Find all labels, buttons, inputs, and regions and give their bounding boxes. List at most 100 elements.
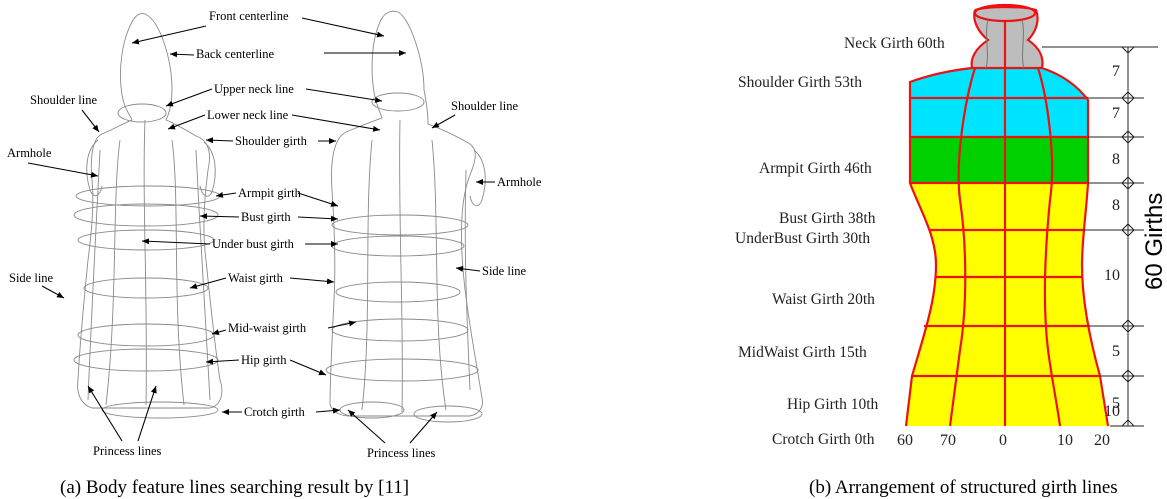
label-armpit-girth: Armpit girth [238,186,302,200]
arrow-front-centerline-l [131,25,207,45]
arrow-hip-girth-r [289,359,327,376]
lower-body-region [906,183,1108,426]
x-tick-20: 20 [1094,432,1110,449]
arrow-hip-girth-l [205,358,240,365]
label-waist-girth-b: Waist Girth 20th [772,291,875,308]
arrow-princess-l1 [87,385,123,442]
arrow-waist-girth-r [289,277,335,285]
arrow-princess-r2 [409,411,438,444]
side-line-right-mannequin [464,169,471,391]
label-back-centerline: Back centerline [196,47,275,61]
arrow-bust-girth-l [199,213,240,220]
side-line [87,149,101,401]
label-hip-girth-b: Hip Girth 10th [787,396,879,413]
arrow-upper-neck-r [305,88,383,103]
label-side-line-right: Side line [482,264,527,278]
panel-b: Neck Girth 60th Shoulder Girth 53th Armp… [735,3,1167,498]
label-neck-girth: Neck Girth 60th [844,35,945,52]
arrow-shoulder-girth-l [205,137,234,144]
seg-label-2: 7 [1112,105,1120,122]
princess-line-2 [171,139,185,406]
right-mannequin-arm [469,149,486,207]
bust-girth-ellipse [73,203,219,227]
arrow-crotch-girth-r [315,407,341,414]
seg-label-7: 5 [1112,395,1120,412]
mannequin-right-outline [329,10,483,417]
left-arm [86,139,103,197]
bust-girth-ellipse-right [331,235,465,257]
mannequin-left [73,13,223,419]
label-armhole-right: Armhole [497,175,542,189]
princess-line-right-2 [431,139,447,411]
seg-label-8: 10 [1104,403,1120,420]
label-princess-lines-right: Princess lines [367,446,436,460]
arrow-bust-girth-r [297,215,339,222]
centerline [143,119,147,406]
arrow-lower-neck-l [167,114,206,130]
label-bust-girth: Bust girth [241,210,291,224]
label-front-centerline: Front centerline [209,9,289,23]
arrow-front-centerline-r [301,17,385,38]
label-shoulder-line-left: Shoulder line [30,93,97,107]
crotch-girth-ellipse [101,401,219,419]
label-underbust-girth-b: UnderBust Girth 30th [735,230,870,247]
dimension-lines [1042,46,1158,427]
x-tick-0: 0 [999,432,1007,449]
left-outline [904,9,990,427]
arrow-armhole-l [27,162,99,178]
arrow-mid-waist-l [211,329,227,335]
waist-girth-ellipse-right [335,281,461,303]
neck-mesh [985,19,1025,69]
label-crotch-girth: Crotch girth [244,405,306,419]
label-mid-waist-girth: Mid-waist girth [228,321,307,335]
neck-girth-ellipse [117,103,167,123]
arrow-shoulder-line-l [81,109,100,133]
arrow-princess-r1 [347,409,386,444]
right-outline [974,5,1110,427]
arrow-waist-girth-l [189,277,227,290]
arrow-back-centerline-l [169,51,195,58]
label-side-line-left: Side line [9,271,54,285]
arrow-armpit-girth-l [215,191,237,198]
under-bust-girth-ellipse [77,229,215,251]
seg-label-1: 7 [1112,63,1120,80]
label-waist-girth: Waist girth [228,271,284,285]
mid-waist-girth-ellipse-right [331,318,469,342]
panel-a-arrows [27,17,495,444]
arrow-shoulder-line-r [431,114,456,129]
arrow-armpit-girth-r [297,192,339,207]
x-tick-60: 60 [897,432,913,449]
seg-label-6: 5 [1112,343,1120,360]
label-shoulder-girth-b: Shoulder Girth 53th [738,74,862,91]
mannequin-left-outline [77,13,223,409]
neck-girth-ellipse-right [371,92,425,112]
seg-label-5: 10 [1104,267,1120,284]
arrow-side-line-l [41,285,65,299]
label-armhole-left: Armhole [7,146,52,160]
label-shoulder-line-right: Shoulder line [451,99,518,113]
arrow-mid-waist-r [327,320,357,329]
panel-a: Front centerline Back centerline Upper n… [7,9,542,498]
arrow-side-line-r [455,265,481,272]
neck-region [971,7,1043,68]
label-midwaist-girth-b: MidWaist Girth 15th [738,344,867,361]
label-upper-neck-line: Upper neck line [214,82,294,96]
dim-arrowheads [1121,46,1135,427]
label-lower-neck-line: Lower neck line [207,108,289,122]
x-tick-70: 70 [940,432,956,449]
mannequin-right [325,10,486,423]
crotch-girth-ellipse-right-2 [413,405,483,423]
arrow-upper-neck-l [165,88,213,107]
label-shoulder-girth: Shoulder girth [235,134,308,148]
seg-label-3: 8 [1112,151,1120,168]
seg-label-4: 8 [1112,197,1120,214]
label-armpit-girth-b: Armpit Girth 46th [759,160,872,177]
label-princess-lines-left: Princess lines [93,444,162,458]
label-crotch-girth-b: Crotch Girth 0th [772,431,875,448]
caption-a: (a) Body feature lines searching result … [60,477,409,498]
red-grid [904,3,1110,427]
grid-v-left [948,67,977,427]
axis-label-60-girths: 60 Girths [1141,193,1167,290]
arrow-lower-neck-r [291,114,381,132]
